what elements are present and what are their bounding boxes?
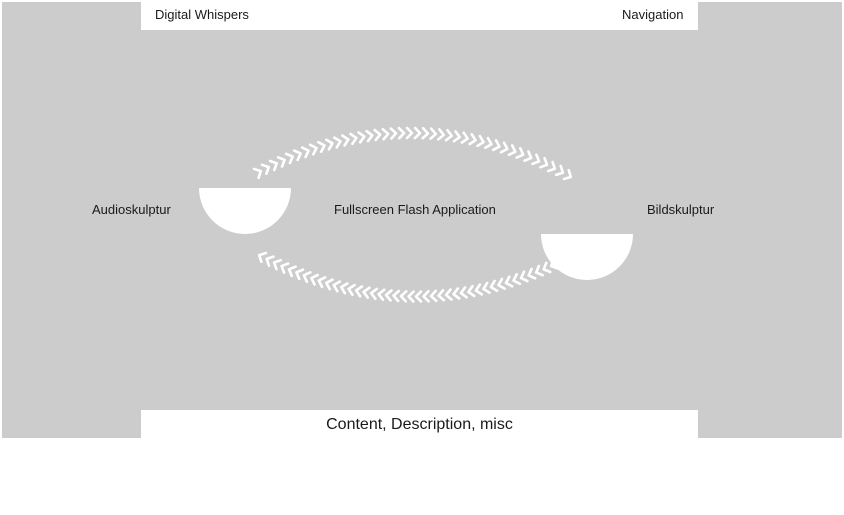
bottom-chevron-mark	[542, 261, 552, 274]
bottom-chevron-mark	[422, 290, 430, 303]
bottom-chevron-mark	[347, 283, 356, 297]
top-chevron-mark	[468, 132, 477, 146]
bottom-chevron-mark	[474, 283, 484, 296]
top-chevron-mark	[452, 130, 461, 143]
top-chevron-mark	[405, 126, 414, 140]
bottom-chevron-mark	[280, 262, 290, 274]
top-chevron-mark	[357, 131, 366, 144]
top-chevron-mark	[499, 141, 509, 154]
bottom-chevron-mark	[354, 285, 364, 298]
top-chevron-mark	[546, 160, 557, 173]
bottom-chevron-mark	[392, 289, 401, 303]
top-chevron-mark	[365, 129, 374, 143]
header-bar	[141, 2, 698, 30]
bottom-chevron-mark	[272, 258, 283, 271]
bottom-chevron-mark	[497, 277, 506, 290]
top-chevron-mark	[260, 163, 270, 176]
bottom-chevron-mark	[369, 287, 379, 301]
bottom-chevron-mark	[429, 289, 438, 303]
bottom-chevron-mark	[384, 289, 393, 302]
top-chevron-mark	[554, 164, 565, 177]
image-sculpture-label: Bildskulptur	[647, 202, 715, 217]
top-chevron-mark	[484, 136, 493, 150]
bottom-chevron-mark	[564, 250, 575, 263]
bottom-chevron-mark	[287, 265, 297, 278]
top-chevron-mark	[300, 146, 310, 159]
bottom-chevron-mark	[489, 279, 499, 292]
bottom-chevron-mark	[265, 255, 275, 267]
bottom-chevron-mark	[339, 282, 349, 295]
bottom-chevron-mark	[295, 268, 305, 281]
top-chevron-mark	[389, 127, 398, 140]
top-chevron-mark	[421, 126, 430, 140]
top-chevron-mark	[397, 126, 406, 140]
bottom-chevron-mark	[459, 286, 468, 299]
top-chevron-mark	[341, 134, 350, 147]
bottom-chevron-mark	[310, 273, 320, 286]
bottom-chevron-mark	[324, 278, 334, 291]
bottom-chevron-mark	[399, 290, 408, 303]
bottom-chevron-mark	[332, 280, 342, 293]
top-chevron-mark	[507, 144, 517, 157]
audio-sculpture-shape[interactable]	[199, 188, 291, 234]
top-chevron-mark	[539, 156, 549, 169]
top-chevron-mark	[476, 134, 485, 148]
top-chevron-mark	[523, 150, 533, 163]
bottom-chevron-mark	[467, 284, 476, 298]
top-chevron-mark	[429, 127, 438, 140]
top-chevron-mark	[436, 128, 446, 141]
top-chevron-mark	[460, 131, 469, 144]
bottom-chevron-mark	[302, 271, 312, 284]
top-chevron-mark	[515, 146, 525, 159]
top-chevron-mark	[324, 138, 334, 151]
top-chevron-mark	[491, 139, 501, 152]
top-chevron-mark	[562, 168, 573, 181]
top-chevron-mark	[381, 127, 390, 141]
bottom-chevron-mark	[407, 290, 415, 303]
image-sculpture-shape[interactable]	[541, 234, 633, 280]
top-chevron-mark	[284, 152, 294, 165]
bottom-arrow-chevrons	[257, 250, 575, 303]
bottom-chevron-mark	[362, 286, 371, 299]
bottom-chevron-mark	[317, 276, 327, 289]
footer-bar: Content, Description, misc	[141, 410, 698, 438]
top-chevron-mark	[413, 126, 422, 140]
top-chevron-mark	[316, 140, 326, 154]
top-arrow-chevrons	[252, 126, 573, 181]
footer-text: Content, Description, misc	[326, 416, 513, 433]
top-chevron-mark	[276, 156, 286, 168]
flash-stage	[2, 2, 842, 438]
bottom-chevron-mark	[377, 288, 386, 302]
flash-app-label: Fullscreen Flash Application	[334, 202, 496, 217]
audio-sculpture-label: Audioskulptur	[92, 202, 171, 217]
bottom-chevron-mark	[504, 275, 514, 288]
top-chevron-mark	[349, 132, 358, 146]
bottom-chevron-mark	[549, 258, 560, 270]
top-chevron-mark	[268, 159, 279, 172]
navigation-link[interactable]: Navigation	[622, 7, 684, 22]
bottom-chevron-mark	[437, 288, 446, 302]
bottom-chevron-mark	[534, 264, 544, 277]
bottom-chevron-mark	[452, 287, 461, 300]
bottom-chevron-mark	[482, 281, 491, 294]
bottom-chevron-mark	[527, 267, 537, 280]
top-chevron-mark	[308, 143, 318, 156]
bottom-chevron-mark	[519, 270, 529, 283]
site-title[interactable]: Digital Whispers	[155, 7, 249, 22]
top-chevron-mark	[444, 128, 454, 142]
top-chevron-mark	[531, 153, 541, 166]
top-chevron-mark	[373, 128, 382, 142]
bottom-chevron-mark	[414, 290, 423, 303]
top-chevron-mark	[333, 136, 342, 149]
top-chevron-mark	[252, 167, 263, 180]
bottom-chevron-mark	[512, 273, 522, 286]
top-chevron-mark	[292, 149, 302, 162]
bottom-chevron-mark	[444, 288, 453, 301]
bottom-chevron-mark	[557, 254, 567, 267]
bottom-chevron-mark	[257, 251, 268, 264]
